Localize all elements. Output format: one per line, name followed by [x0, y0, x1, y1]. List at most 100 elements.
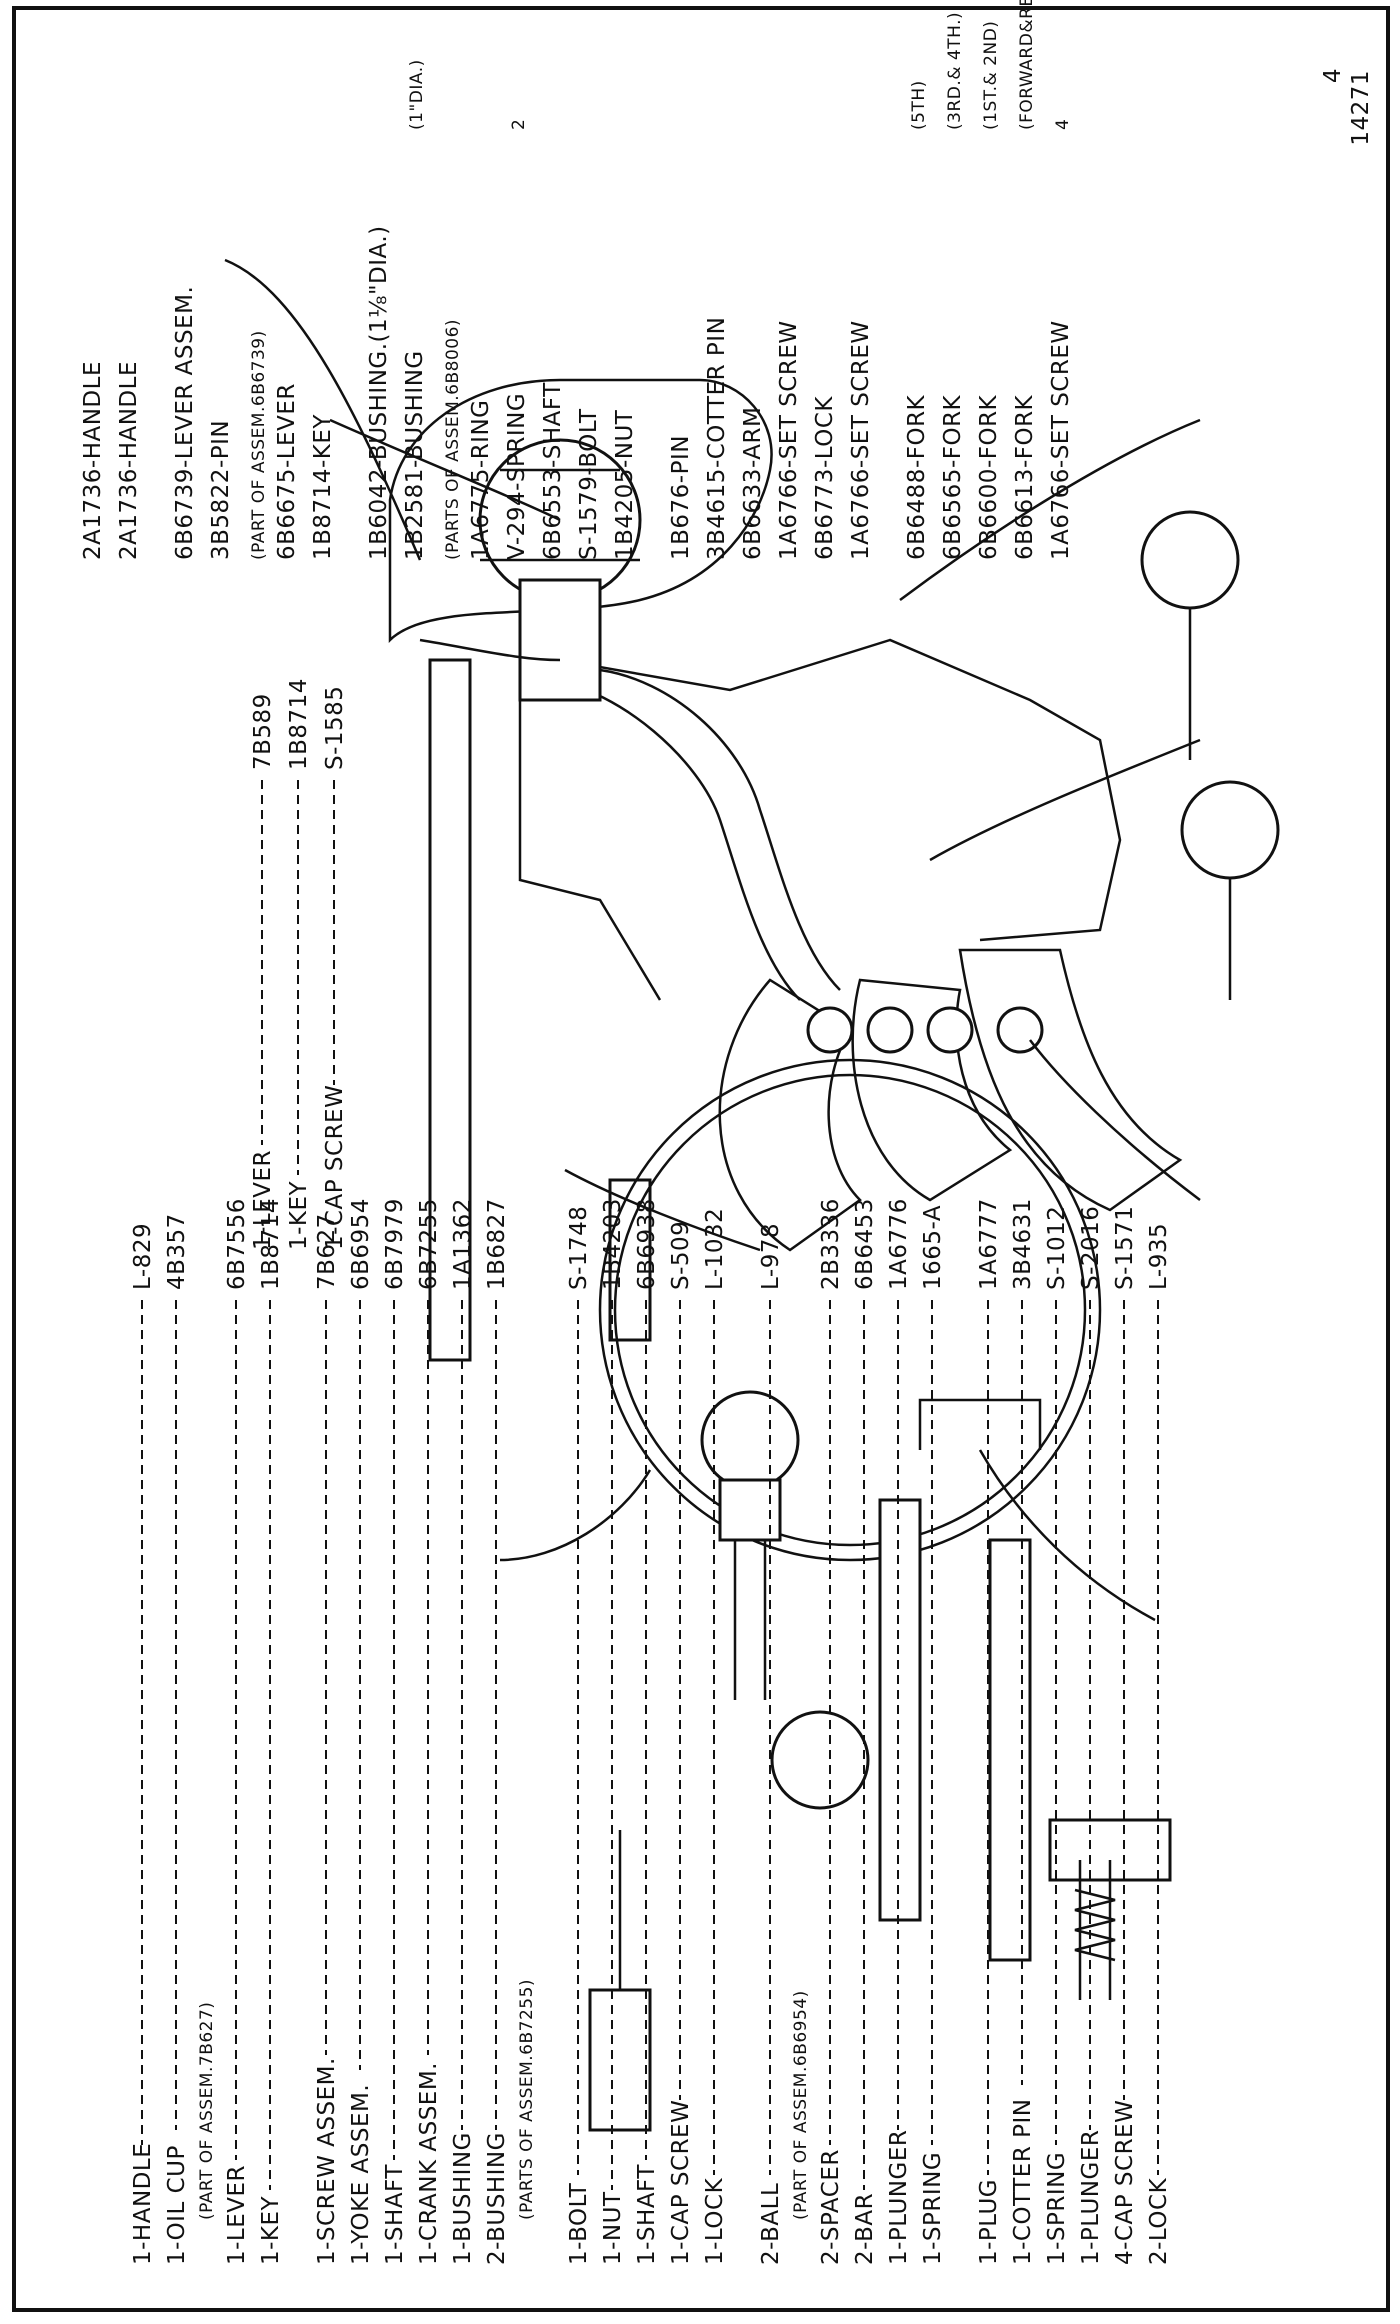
part-number: 6B7979: [382, 1198, 408, 1290]
part-number: 7B589: [250, 693, 276, 770]
sheet-number: 14271: [1348, 70, 1374, 146]
left-parts-list: 1-HANDLE L-829 1-OIL CUP 4B357 (PART OF ASSE…: [130, 1198, 1172, 2265]
part-label: 2-BALL: [758, 2183, 784, 2265]
part-label: 1-YOKE ASSEM.: [348, 2084, 374, 2265]
part-number: S-1012: [1044, 1206, 1070, 1290]
part-label: 2-SPACER: [818, 2149, 844, 2265]
part-label: 6B6488-FORK: [904, 394, 930, 560]
part-number: 3B4631: [1010, 1198, 1036, 1290]
part-number: 6B7255: [416, 1198, 442, 1290]
part-number: L-1032: [702, 1208, 728, 1290]
part-label: 1-BOLT: [566, 2182, 592, 2265]
part-label: 1-KEY: [258, 2195, 284, 2265]
part-label: 6B6773-LOCK: [812, 396, 838, 560]
part-label: 6B6565-FORK: [940, 394, 966, 560]
part-number: 1665-A: [920, 1205, 946, 1290]
part-label: 1-BUSHING: [450, 2132, 476, 2265]
part-label: 6B6675-LEVER: [274, 383, 300, 560]
part-note: (PART OF ASSEM.6B6954): [791, 1990, 811, 2220]
part-suffix: 2: [509, 119, 529, 130]
part-number: 7B627: [314, 1213, 340, 1290]
leader-lines: [224, 258, 1201, 1622]
part-label: 1B8714-KEY: [310, 414, 336, 560]
part-label: 1-SPRING: [920, 2152, 946, 2265]
part-number: 6B6938: [634, 1198, 660, 1290]
part-label: 1-SCREW ASSEM.: [314, 2057, 340, 2265]
part-label: 1-CRANK ASSEM.: [416, 2062, 442, 2265]
corner-mark: 4: [1320, 68, 1346, 83]
part-label: V-294-SPRING: [504, 393, 530, 560]
part-label: 1B676-PIN: [668, 435, 694, 560]
part-number: 1B4203: [600, 1198, 626, 1290]
part-label: 2A1736-HANDLE: [80, 361, 106, 560]
part-suffix: (1"DIA.): [407, 59, 427, 130]
part-label: 1A6766-SET SCREW: [776, 320, 802, 560]
part-number: S-1748: [566, 1206, 592, 1290]
part-suffix: (1ST.& 2ND): [981, 21, 1001, 130]
part-number: 4B357: [164, 1213, 190, 1290]
part-number: 1A6777: [976, 1198, 1002, 1290]
part-label: 1-KEY: [286, 1180, 312, 1250]
part-label: 1-CAP SCREW: [322, 1085, 348, 1250]
part-label: 2-BAR: [852, 2193, 878, 2265]
right-parts-list: 2A1736-HANDLE 2A1736-HANDLE 6B6739-LEVER A…: [80, 0, 1074, 560]
part-suffix: (FORWARD&REVERSE): [1017, 0, 1037, 130]
part-label: 1A6766-SET SCREW: [1048, 320, 1074, 560]
part-label: 1B2581-BUSHING: [402, 350, 428, 560]
part-label: 1-PLUG: [976, 2179, 1002, 2265]
part-label: 3B5822-PIN: [208, 420, 234, 560]
part-label: 1-PLUNGER: [886, 2130, 912, 2265]
part-label: 4-CAP SCREW: [1112, 2100, 1138, 2265]
part-number: S-509: [668, 1221, 694, 1290]
part-number: 6B7556: [224, 1198, 250, 1290]
part-label: 1-OIL CUP: [164, 2145, 190, 2265]
part-label: (PARTS OF ASSEM.6B8006): [443, 319, 463, 560]
part-number: 1B8714: [258, 1198, 284, 1290]
part-label: (PART OF ASSEM.6B6739): [249, 330, 269, 560]
border-frame: [12, 6, 1390, 2312]
part-label: 6B6739-LEVER ASSEM.: [172, 286, 198, 560]
part-label: 1B6042-BUSHING.(1⅛"DIA.): [366, 225, 392, 560]
part-number: 6B6453: [852, 1198, 878, 1290]
part-number: L-935: [1146, 1223, 1172, 1290]
part-label: 1-LEVER: [224, 2165, 250, 2265]
part-note: (PARTS OF ASSEM.6B7255): [517, 1979, 537, 2220]
part-number: L-978: [758, 1223, 784, 1290]
part-label: 1B4205-NUT: [612, 409, 638, 560]
part-label: 1-SHAFT: [382, 2164, 408, 2265]
part-label: 1A6775-RING: [468, 400, 494, 561]
part-number: 2B3336: [818, 1198, 844, 1290]
part-number: 1A1362: [450, 1198, 476, 1290]
part-label: 3B4615-COTTER PIN: [704, 317, 730, 560]
part-label: 1-SHAFT: [634, 2164, 660, 2265]
part-suffix: (3RD.& 4TH.): [945, 12, 965, 130]
part-label: 1-COTTER PIN: [1010, 2099, 1036, 2265]
part-suffix: (5TH): [909, 80, 929, 130]
part-number: 1B6827: [484, 1198, 510, 1290]
part-label: 6B6633-ARM: [740, 407, 766, 560]
part-suffix: 4: [1053, 119, 1073, 130]
part-label: 6B6553-SHAFT: [540, 382, 566, 560]
part-number: 1A6776: [886, 1198, 912, 1290]
part-number: 1B8714: [286, 678, 312, 770]
part-label: 1A6766-SET SCREW: [848, 320, 874, 560]
part-label: 2-BUSHING: [484, 2132, 510, 2265]
part-number: S-1571: [1112, 1206, 1138, 1290]
part-label: 2-LOCK: [1146, 2177, 1172, 2265]
part-number: S-2016: [1078, 1206, 1104, 1290]
part-number: 6B6954: [348, 1198, 374, 1290]
part-label: 2A1736-HANDLE: [116, 361, 142, 560]
part-number: S-1585: [322, 686, 348, 770]
part-number: L-829: [130, 1223, 156, 1290]
part-label: 1-PLUNGER: [1078, 2130, 1104, 2265]
middle-parts-list: 1-LEVER 7B589 1-KEY 1B8714 1-CAP SCREW S-1585: [250, 678, 348, 1250]
part-label: 1-LEVER: [250, 1150, 276, 1250]
part-label: 1-CAP SCREW: [668, 2100, 694, 2265]
part-note: (PART OF ASSEM.7B627): [197, 2002, 217, 2220]
part-label: 6B6600-FORK: [976, 394, 1002, 560]
part-label: 1-HANDLE: [130, 2143, 156, 2265]
part-label: 1-LOCK: [702, 2177, 728, 2265]
part-label: 6B6613-FORK: [1012, 394, 1038, 560]
part-label: 1-SPRING: [1044, 2152, 1070, 2265]
